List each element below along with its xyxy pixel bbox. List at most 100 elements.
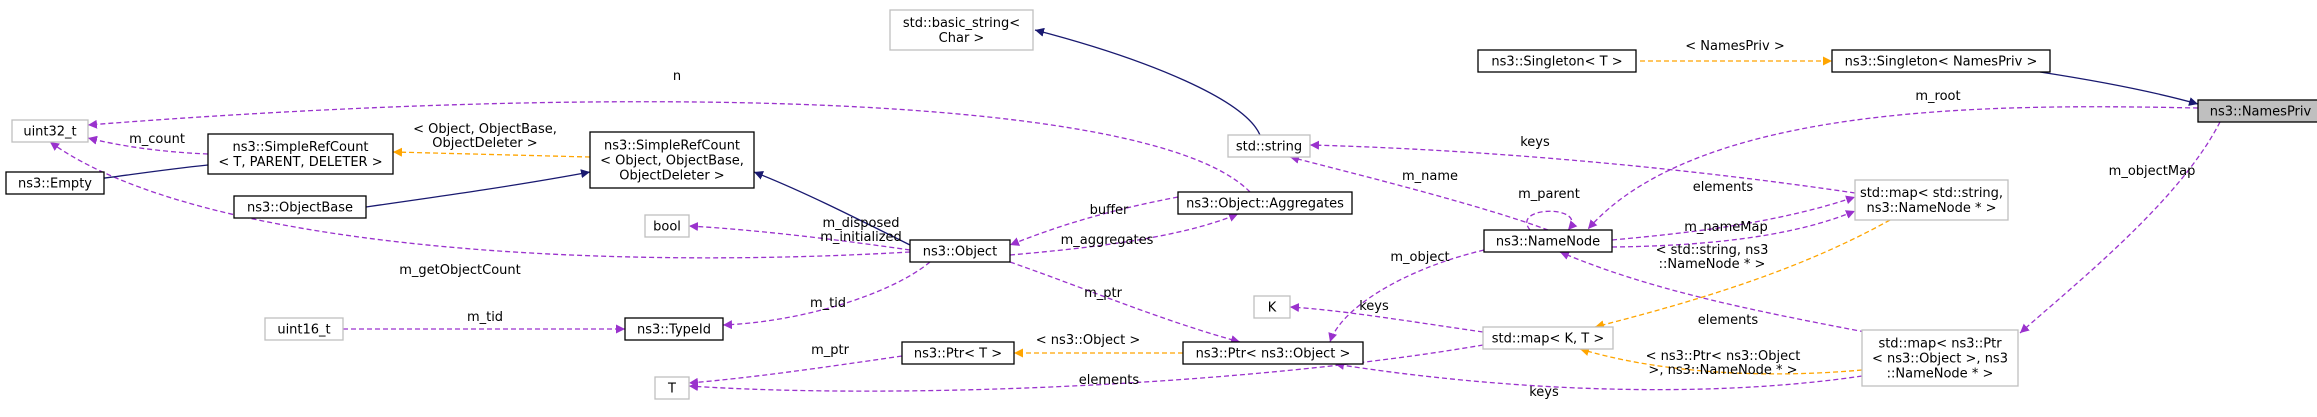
edge-object-to-ptr_object [1009, 261, 1241, 344]
node-box [1861, 329, 2019, 387]
edge-label-e22: m_tid [810, 296, 846, 311]
edge-label-line: m_getObjectCount [399, 263, 520, 278]
node-typeid[interactable]: ns3::TypeId [624, 317, 724, 341]
node-aggregates[interactable]: ns3::Object::Aggregates [1177, 191, 1353, 215]
node-label: ns3::TypeId [637, 323, 711, 338]
edge-empty-to-simple_ref_t [89, 164, 209, 184]
node-box [1227, 134, 1311, 158]
node-singleton-names-priv[interactable]: ns3::Singleton< NamesPriv > [1831, 49, 2051, 73]
node-std-string: std::string [1227, 134, 1311, 158]
node-k: K [1253, 295, 1291, 319]
node-box [624, 317, 724, 341]
edge-label-line: m_object [1390, 250, 1449, 265]
node-box [1253, 295, 1291, 319]
node-label: Char > [939, 31, 985, 46]
node-label: ns3::NameNode [1496, 235, 1600, 250]
edge-label-e26: n [673, 69, 681, 84]
edge-ptr_object-to-map_ptr [1334, 360, 1863, 391]
node-box [589, 131, 755, 189]
node-label: ns3::Empty [18, 177, 92, 192]
node-box [1854, 179, 2009, 221]
edge-label-line: m_initialized [820, 230, 902, 245]
edge-aggregates-to-object [1009, 213, 1239, 256]
edge-name_node-to-map_ptr [1559, 251, 1866, 333]
edge-label-e17: elements [1079, 373, 1140, 388]
edge-label-line: m_root [1915, 89, 1960, 104]
node-object[interactable]: ns3::Object [909, 239, 1011, 263]
edge-label-line: elements [1698, 313, 1759, 328]
edge-map_kt-to-map_ptr [1579, 347, 1863, 375]
edge-t-to-map_kt [688, 344, 1484, 392]
node-label: K [1268, 301, 1277, 316]
node-empty[interactable]: ns3::Empty [5, 171, 105, 195]
node-label: uint16_t [277, 323, 330, 338]
edge-label-e30: < Object, ObjectBase,ObjectDeleter > [413, 122, 557, 151]
node-ptr-t[interactable]: ns3::Ptr< T > [901, 341, 1015, 365]
edge-label-line: ::NameNode * > [1659, 257, 1766, 272]
node-label: uint32_t [23, 125, 76, 140]
edge-label-line: < NamesPriv > [1685, 39, 1784, 54]
node-box [1483, 229, 1613, 253]
edge-label-e9: elements [1693, 180, 1754, 195]
edge-map_string-to-name_node [1611, 210, 1856, 248]
node-box [889, 9, 1034, 51]
node-box [1831, 49, 2051, 73]
edge-label-line: keys [1520, 135, 1550, 150]
edge-label-e24: buffer [1090, 203, 1129, 218]
edge-name_node-to-names_priv [1587, 106, 2199, 230]
edge-label-e27: m_getObjectCount [399, 263, 520, 278]
node-map-kt: std::map< K, T > [1482, 326, 1614, 350]
node-label: < ns3::Object >, ns3 [1872, 352, 2008, 367]
edge-std_string-to-map_string [1309, 140, 1856, 194]
edge-label-line: < ns3::Ptr< ns3::Object [1646, 349, 1801, 364]
edge-label-e4: m_root [1915, 89, 1960, 104]
node-ptr-object[interactable]: ns3::Ptr< ns3::Object > [1182, 341, 1364, 365]
node-label: ns3::Singleton< T > [1491, 55, 1622, 70]
node-box [1482, 326, 1614, 350]
edge-label-e14: keys [1529, 385, 1559, 400]
node-label: std::map< std::string, [1860, 186, 2003, 201]
node-label: ns3::NameNode * > [1867, 201, 1997, 216]
node-uint32: uint32_t [11, 119, 89, 143]
edge-label-e25: m_aggregates [1061, 233, 1154, 248]
edge-label-e19: m_ptr [811, 343, 850, 358]
edge-label-e6: keys [1520, 135, 1550, 150]
edge-label-line: m_objectMap [2109, 164, 2196, 179]
node-t: T [654, 376, 690, 400]
node-box [901, 341, 1015, 365]
edge-label-e16: keys [1359, 299, 1389, 314]
edge-label-e21: m_tid [467, 310, 503, 325]
node-names-priv[interactable]: ns3::NamesPriv [2197, 99, 2317, 123]
node-label: < T, PARENT, DELETER > [218, 155, 382, 170]
node-label: std::map< K, T > [1492, 332, 1605, 347]
node-box [654, 376, 690, 400]
edge-label-e15: m_object [1390, 250, 1449, 265]
edge-label-line: ObjectDeleter > [432, 136, 537, 151]
edge-typeid-to-object [722, 261, 931, 330]
edge-simple_ref_t-to-simple_ref_obj [392, 147, 591, 158]
node-label: ns3::ObjectBase [247, 201, 353, 216]
edge-label-e8: m_parent [1518, 187, 1580, 202]
edge-label-line: elements [1079, 373, 1140, 388]
edge-name_node-to-name_node [1526, 210, 1578, 231]
edge-label-line: m_aggregates [1061, 233, 1154, 248]
node-name-node[interactable]: ns3::NameNode [1483, 229, 1613, 253]
edge-label-line: m_nameMap [1684, 220, 1767, 235]
edge-label-line: m_parent [1518, 187, 1580, 202]
node-simple-ref-t[interactable]: ns3::SimpleRefCount< T, PARENT, DELETER … [207, 133, 394, 175]
edge-uint32-to-object [49, 141, 911, 259]
node-label: std::string [1236, 140, 1302, 155]
edge-label-e18: < ns3::Object > [1036, 333, 1140, 348]
node-box [11, 119, 89, 143]
edge-label-line: < Object, ObjectBase, [413, 122, 557, 137]
node-object-base[interactable]: ns3::ObjectBase [233, 195, 367, 219]
node-label: ns3::Object [923, 245, 997, 260]
edge-simple_ref_obj-to-object [753, 171, 911, 246]
edge-label-e12: elements [1698, 313, 1759, 328]
edge-label-line: m_ptr [811, 343, 850, 358]
edge-bool-to-object [688, 222, 911, 251]
node-simple-ref-obj[interactable]: ns3::SimpleRefCount< Object, ObjectBase,… [589, 131, 755, 189]
node-uint16: uint16_t [264, 317, 344, 341]
node-singleton-t[interactable]: ns3::Singleton< T > [1477, 49, 1637, 73]
